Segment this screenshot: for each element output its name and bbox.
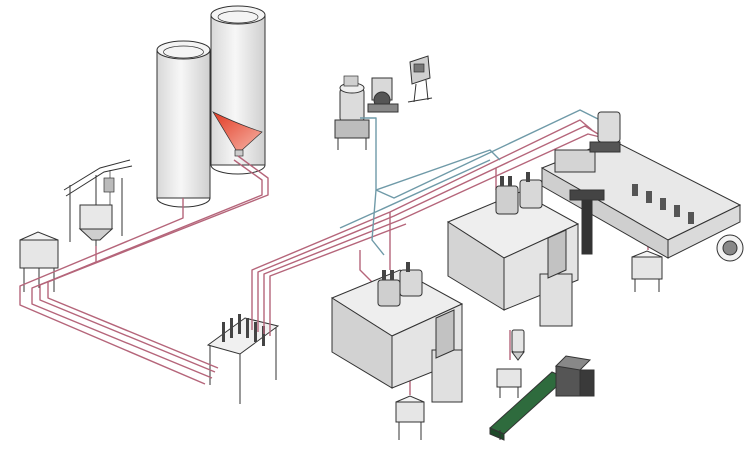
vacuum-receiver-granulator	[511, 329, 525, 361]
hopper-dryer-bottom	[395, 395, 425, 440]
control-panel	[407, 55, 433, 103]
hopper-dryer-middle	[496, 368, 522, 398]
hopper-dryer-right	[631, 250, 663, 292]
big-bag-discharge-station	[63, 159, 133, 246]
granulator	[554, 355, 595, 397]
injection-molding-machine-front	[330, 262, 464, 403]
silo-left	[156, 40, 211, 208]
vacuum-pump	[367, 77, 399, 113]
vacuum-lines	[339, 109, 601, 256]
conveying-pipes	[19, 119, 649, 395]
silo-right	[210, 5, 266, 175]
extruder-line	[540, 111, 744, 262]
manifold-station	[206, 314, 280, 404]
central-vacuum-unit	[334, 75, 370, 150]
injection-molding-machine-middle	[446, 172, 580, 327]
